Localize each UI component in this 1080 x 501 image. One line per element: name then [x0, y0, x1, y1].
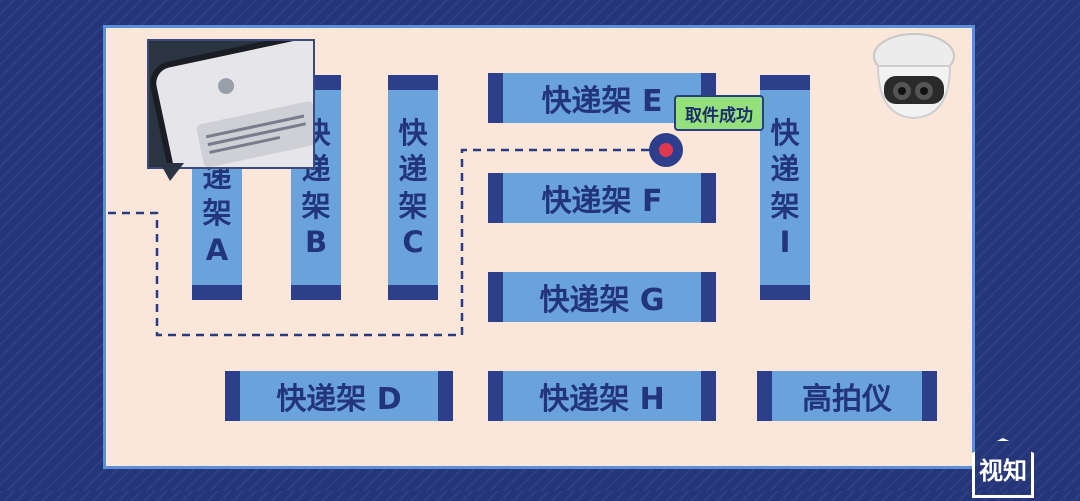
sms-message-bubble: [195, 100, 313, 167]
pickup-location-marker: [649, 133, 683, 167]
scanner-station: 高拍仪: [757, 371, 937, 421]
phone-sms-photo: [147, 39, 315, 169]
shelf-d: 快递架 D: [225, 371, 453, 421]
photo-callout-pointer: [160, 163, 184, 181]
pickup-success-badge: 取件成功: [674, 95, 764, 131]
phone-icon: [153, 41, 313, 167]
shelf-g: 快递架 G: [488, 272, 716, 322]
shelf-f: 快递架 F: [488, 173, 716, 223]
dome-camera-icon: [873, 33, 955, 120]
shelf-h: 快递架 H: [488, 371, 716, 421]
